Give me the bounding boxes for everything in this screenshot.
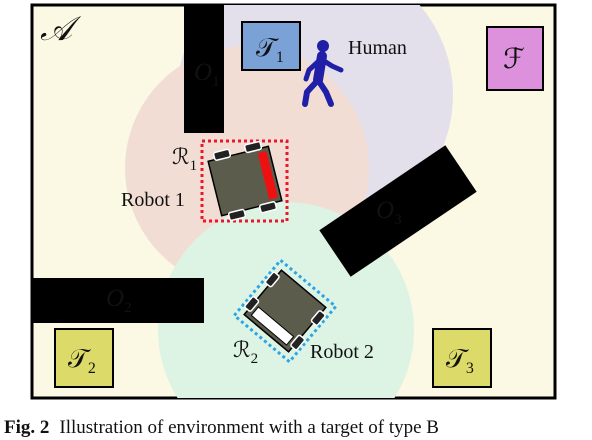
human-label: Human [348, 37, 407, 59]
robot-2-region-label: ℛ2 [233, 337, 258, 367]
obstacle-2 [32, 278, 204, 323]
robot-1 [207, 140, 283, 222]
figure-caption: Fig. 2 Illustration of environment with a… [4, 417, 592, 440]
target-1 [241, 21, 301, 71]
figure-caption-text: Illustration of environment with a targe… [59, 417, 439, 438]
target-3-label: 𝒯3 [446, 344, 474, 377]
walking-person-icon [302, 40, 344, 107]
target-2-label: 𝒯2 [68, 344, 96, 377]
goal-label: ℱ [503, 44, 525, 75]
obstacle-3-label: O3 [376, 197, 402, 228]
target-2 [54, 328, 114, 388]
obstacle-1-label: O1 [194, 59, 220, 90]
robot-1-heading-marker [257, 150, 278, 200]
obstacle-1 [184, 5, 224, 133]
obstacle-2-label: O2 [106, 285, 132, 316]
figure-number: Fig. 2 [4, 417, 50, 438]
robot-2-label: Robot 2 [310, 341, 374, 363]
robot-1-region-label: ℛ1 [172, 144, 197, 174]
goal-region [486, 26, 544, 91]
robot-1-label: Robot 1 [121, 189, 185, 211]
obstacle-3 [319, 145, 477, 277]
robot-2-region [232, 258, 338, 364]
robot-2 [243, 269, 327, 353]
robot-1-region [200, 139, 289, 223]
target-3 [432, 328, 492, 388]
target-1-label: 𝒯1 [256, 33, 284, 66]
